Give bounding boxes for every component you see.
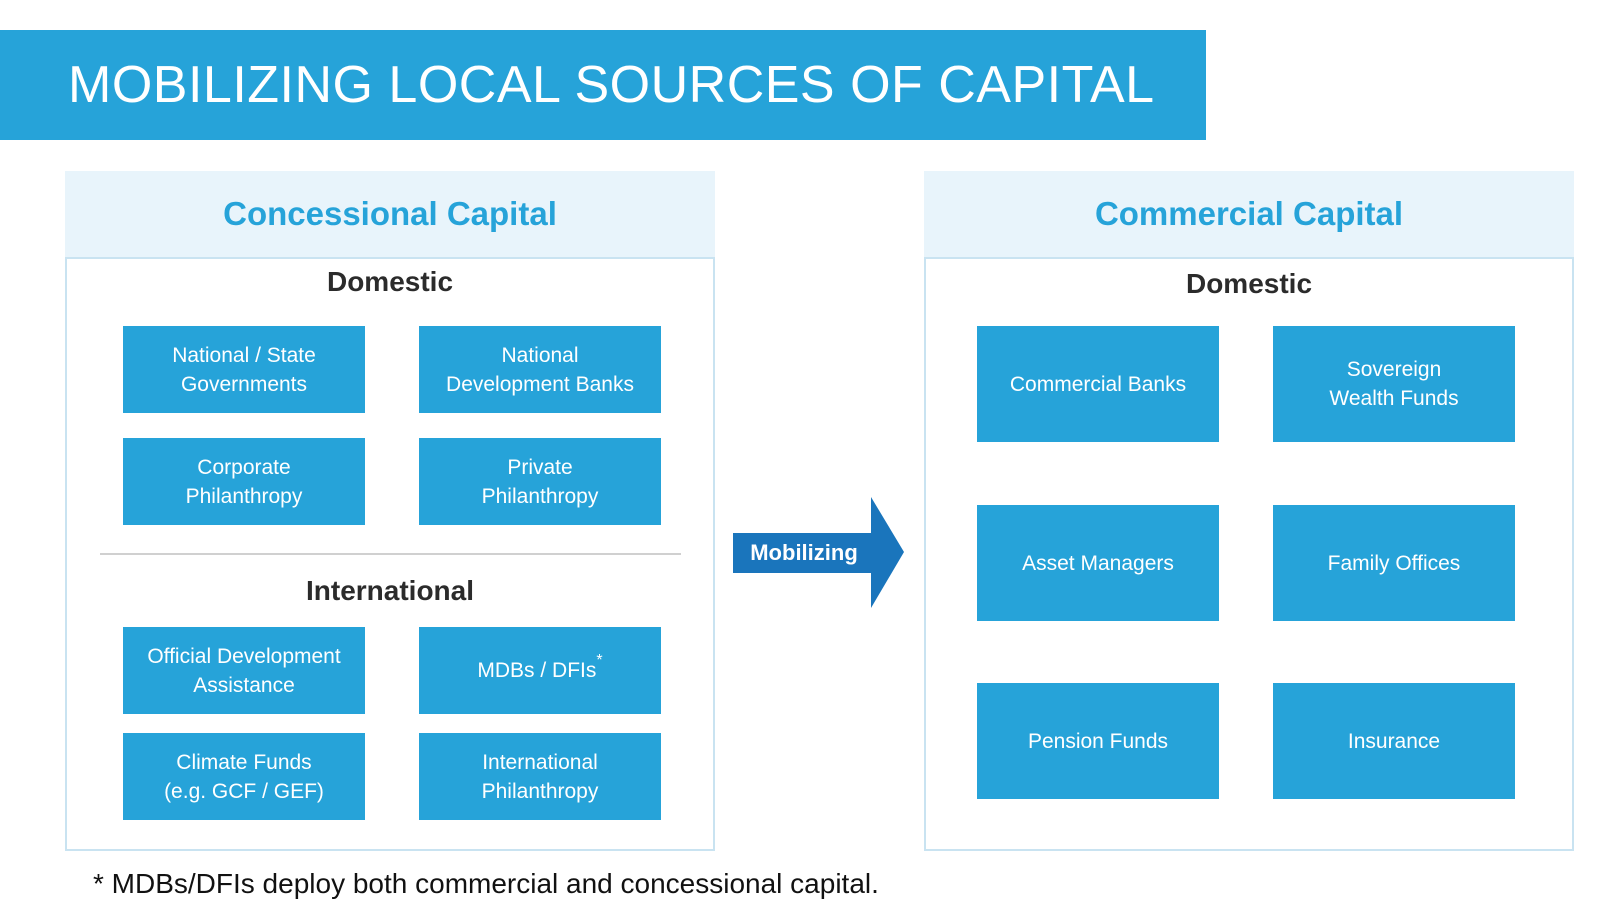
box-asset-managers[interactable]: Asset Managers bbox=[977, 505, 1219, 621]
box-sovereign-wealth-funds[interactable]: Sovereign Wealth Funds bbox=[1273, 326, 1515, 442]
mobilizing-arrow bbox=[733, 497, 904, 608]
concessional-header-label: Concessional Capital bbox=[223, 195, 557, 232]
mdbs-dfis-label: MDBs / DFIs bbox=[477, 659, 597, 682]
box-commercial-banks[interactable]: Commercial Banks bbox=[977, 326, 1219, 442]
commercial-domestic-heading: Domestic bbox=[1185, 268, 1313, 299]
arrow-shape bbox=[733, 497, 904, 608]
box-mdbs-dfis[interactable]: MDBs / DFIs* bbox=[419, 627, 661, 714]
box-corporate-philanthropy[interactable]: Corporate Philanthropy bbox=[123, 438, 365, 525]
box-private-philanthropy[interactable]: Private Philanthropy bbox=[419, 438, 661, 525]
box-national-development-banks[interactable]: National Development Banks bbox=[419, 326, 661, 413]
footnote: * MDBs/DFIs deploy both commercial and c… bbox=[93, 868, 879, 899]
footnote-marker: * bbox=[596, 652, 603, 669]
box-climate-funds[interactable]: Climate Funds (e.g. GCF / GEF) bbox=[123, 733, 365, 820]
box-international-philanthropy[interactable]: International Philanthropy bbox=[419, 733, 661, 820]
arrow-label: Mobilizing bbox=[750, 540, 858, 565]
page-title: MOBILIZING LOCAL SOURCES OF CAPITAL bbox=[68, 56, 1155, 114]
commercial-header-label: Commercial Capital bbox=[1094, 195, 1404, 232]
box-national-state-governments[interactable]: National / State Governments bbox=[123, 326, 365, 413]
box-insurance[interactable]: Insurance bbox=[1273, 683, 1515, 799]
commercial-header: Commercial Capital bbox=[924, 171, 1574, 257]
box-family-offices[interactable]: Family Offices bbox=[1273, 505, 1515, 621]
box-pension-funds[interactable]: Pension Funds bbox=[977, 683, 1219, 799]
section-divider bbox=[100, 553, 681, 555]
concessional-header: Concessional Capital bbox=[65, 171, 715, 257]
concessional-domestic-heading: Domestic bbox=[326, 266, 454, 297]
box-official-development-assistance[interactable]: Official Development Assistance bbox=[123, 627, 365, 714]
title-banner: MOBILIZING LOCAL SOURCES OF CAPITAL bbox=[0, 30, 1206, 140]
concessional-international-heading: International bbox=[305, 575, 474, 606]
